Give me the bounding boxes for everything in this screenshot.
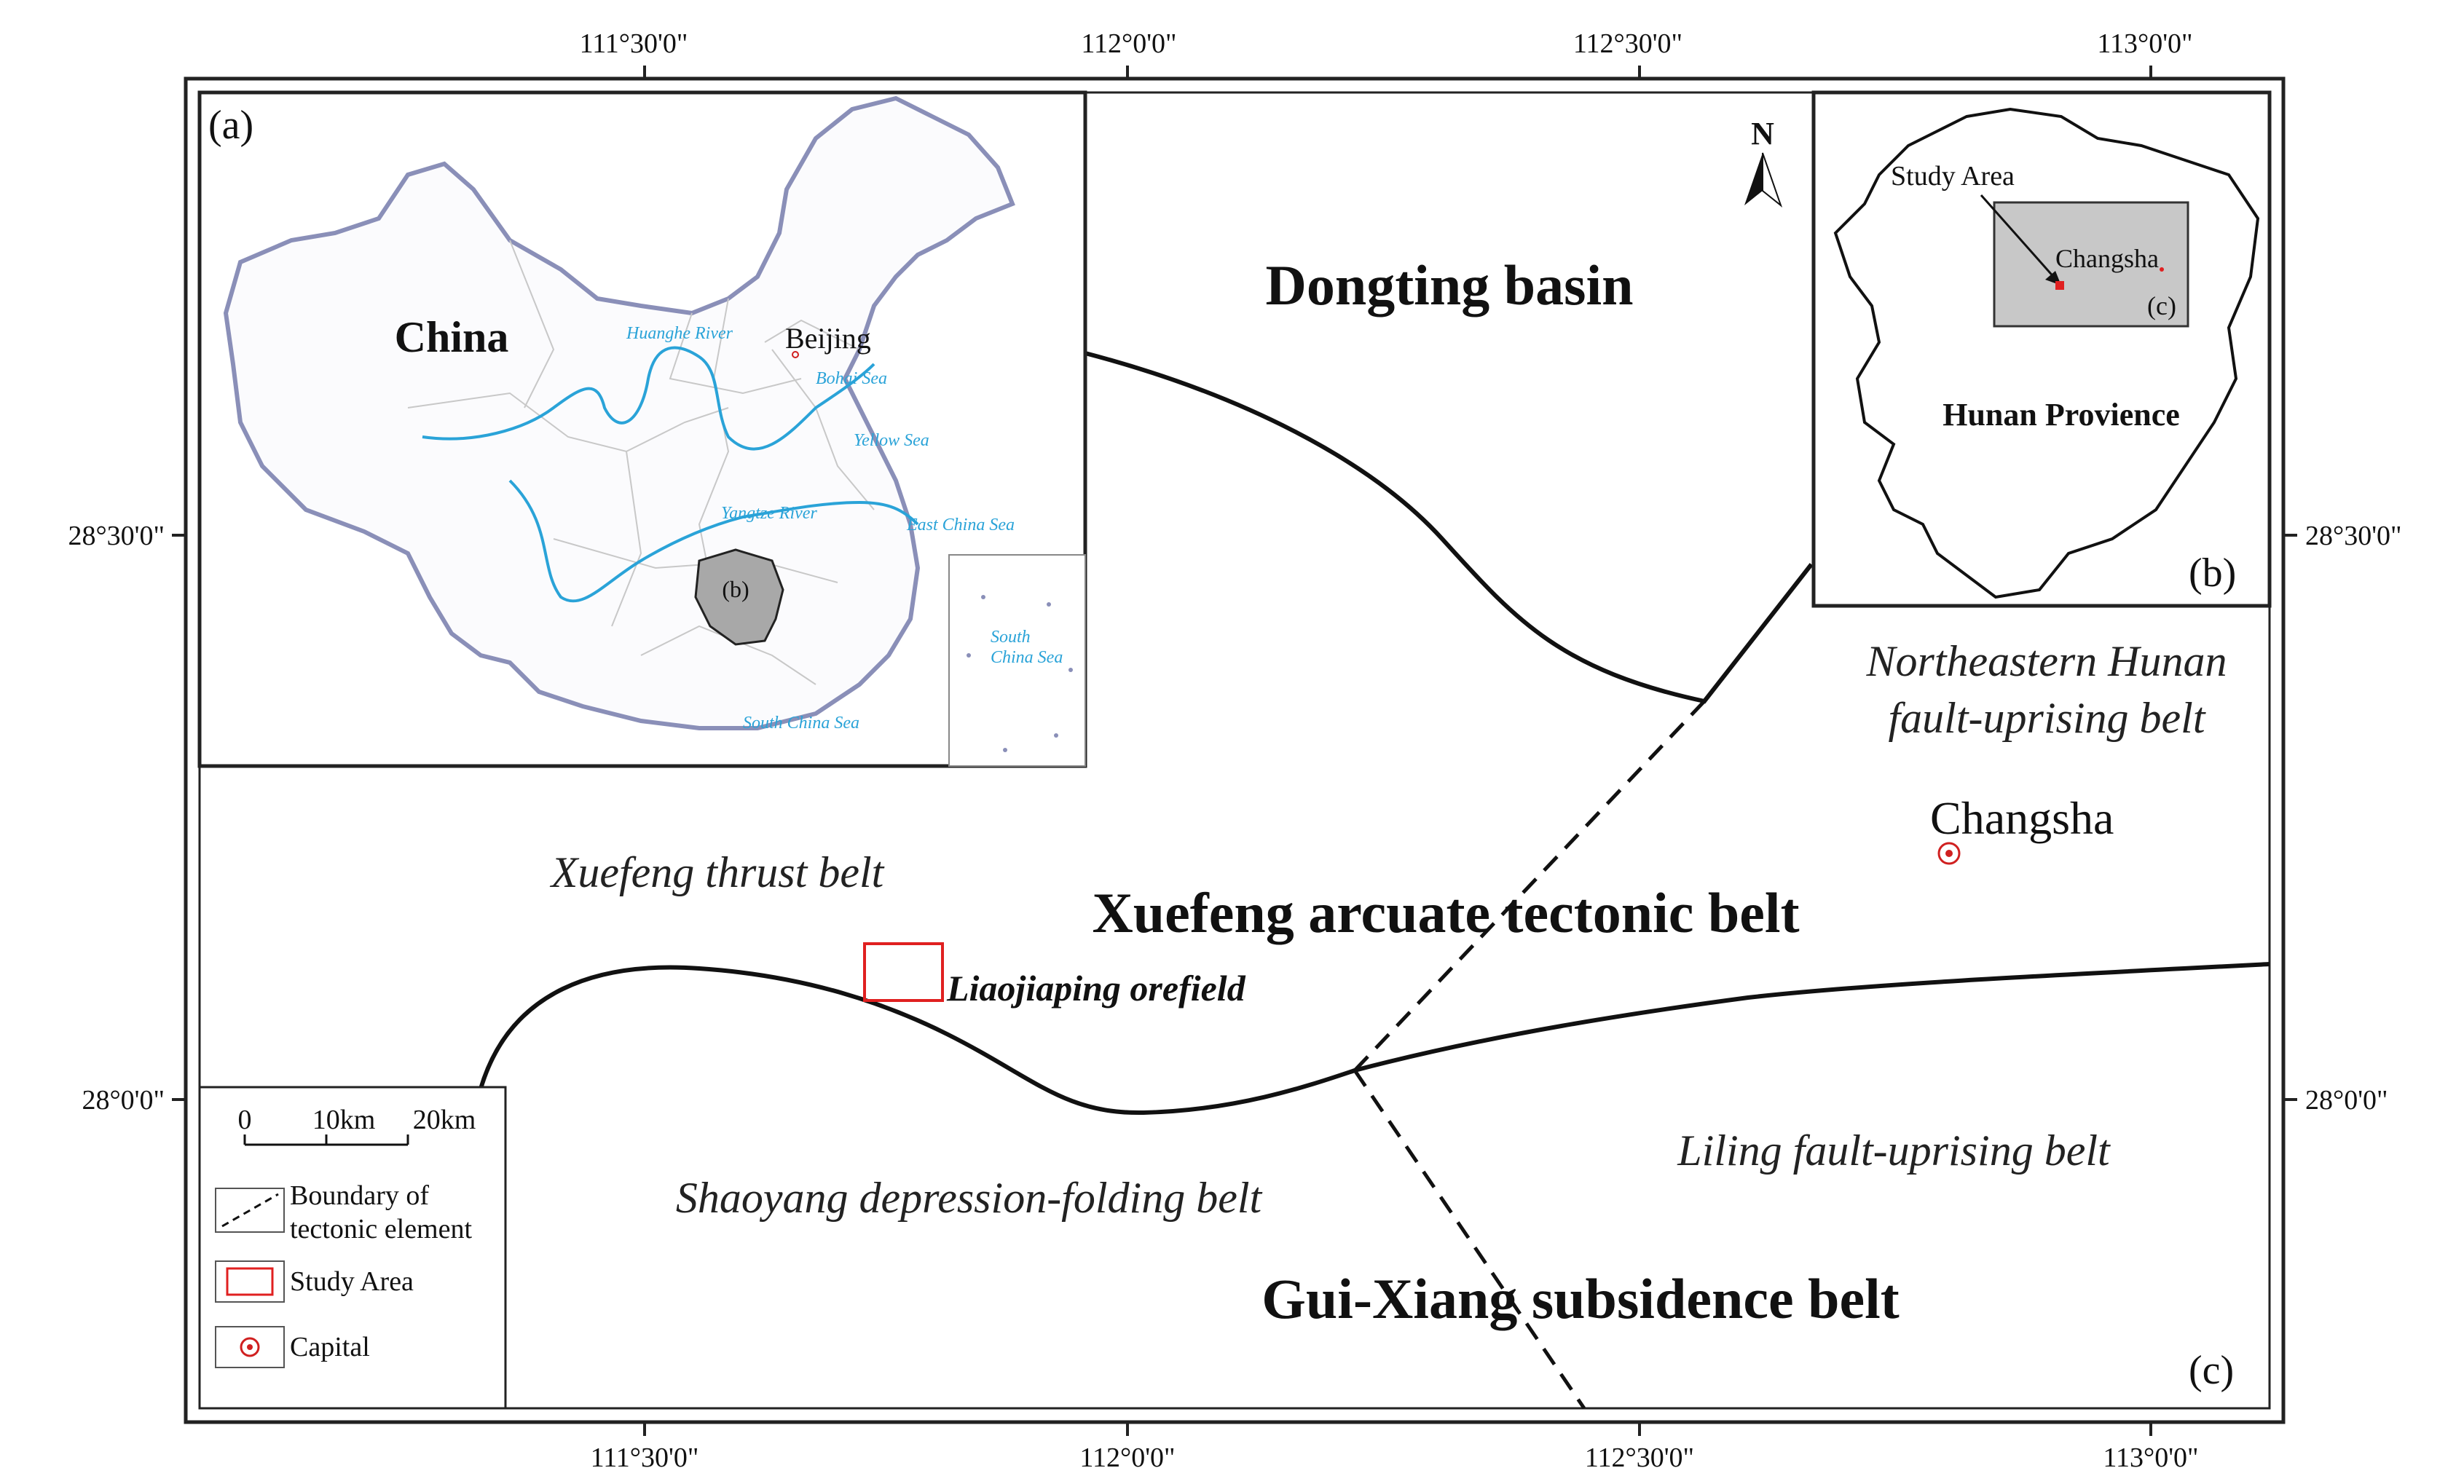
inset-b-c-marker: (c): [2147, 291, 2176, 320]
yangtze-river: [508, 479, 919, 603]
capital-symbol-icon: [240, 1337, 260, 1357]
capital-symbol-frame: [215, 1326, 285, 1368]
panel-label-c: (c): [2189, 1348, 2234, 1393]
legend-boundary-label-1: Boundary of: [290, 1180, 429, 1211]
bottom-tick-label: 113°0'0": [2103, 1442, 2198, 1473]
top-tick-label: 113°0'0": [2097, 28, 2192, 59]
hunan-marker-label: (b): [722, 576, 749, 602]
boundary-symbol: [215, 1188, 285, 1233]
changsha-dot-icon: [2160, 267, 2164, 272]
bottom-tick-label: 112°0'0": [1079, 1442, 1175, 1473]
boundary-dongting: [1085, 351, 1814, 704]
region-guixiang: Gui-Xiang subsidence belt: [1261, 1267, 1900, 1330]
islands: [967, 595, 1073, 752]
region-dongting-basin: Dongting basin: [1265, 253, 1633, 317]
region-liling: Liling fault-uprising belt: [1677, 1126, 2111, 1175]
bottom-tick-label: 111°30'0": [591, 1442, 699, 1473]
scale-label: 20km: [413, 1105, 476, 1135]
region-shaoyang: Shaoyang depression-folding belt: [676, 1174, 1263, 1222]
frame-ticks: [172, 66, 2297, 1436]
city-changsha-label: Changsha: [1930, 792, 2114, 844]
panel-label-a: (a): [208, 103, 253, 148]
china-label: China: [395, 313, 509, 361]
bottom-tick-label: 112°30'0": [1585, 1442, 1694, 1473]
top-tick-label: 112°30'0": [1573, 28, 1682, 59]
boundary-xuefeng-south: [479, 962, 2270, 1116]
region-northeastern-hunan: Northeastern Hunan: [1866, 637, 2227, 685]
study-area-inset-box: [1993, 201, 2189, 328]
orefield-label: Liaojiaping orefield: [946, 968, 1246, 1009]
region-xuefeng-thrust: Xuefeng thrust belt: [550, 848, 885, 896]
south-china-sea-inset-label-2: China Sea: [991, 648, 1063, 667]
left-tick-label: 28°0'0": [82, 1085, 165, 1116]
legend-boundary-label-2: tectonic element: [290, 1214, 472, 1244]
beijing-label: Beijing: [785, 322, 871, 355]
south-china-sea-inset: [948, 554, 1086, 767]
boundary-dashed-ne: [1353, 700, 1706, 1072]
south-china-sea-label: South China Sea: [743, 714, 859, 733]
study-area-box: [863, 942, 944, 1002]
yellow-sea-label: Yellow Sea: [854, 431, 929, 450]
map-outer-frame: [184, 76, 2286, 1424]
study-area-symbol: [226, 1267, 274, 1296]
study-area-pointer: [1980, 194, 2063, 286]
bohai-label: Bohai Sea: [816, 369, 887, 388]
legend-study-area-label: Study Area: [290, 1266, 414, 1297]
study-area-symbol-frame: [215, 1260, 285, 1303]
hunan-province-label: Hunan Provience: [1943, 397, 2180, 433]
china-outline: [223, 95, 1015, 730]
legend-capital-label: Capital: [290, 1332, 370, 1362]
scale-bar: 0 10km 20km: [238, 1105, 476, 1146]
east-china-sea-label: East China Sea: [906, 516, 1015, 534]
inset-b-study-area-label: Study Area: [1891, 161, 2015, 192]
yangtze-label: Yangtze River: [721, 504, 817, 523]
hunan-highlight: [694, 548, 784, 646]
top-tick-label: 111°30'0": [580, 28, 688, 59]
huanghe-river: [422, 346, 875, 451]
region-northeastern-hunan-2: fault-uprising belt: [1889, 694, 2206, 742]
inset-b-changsha-label: Changsha: [2055, 244, 2159, 273]
region-xuefeng-arcuate: Xuefeng arcuate tectonic belt: [1092, 881, 1799, 944]
inset-a-china: (b) South China Sea (a) China Beijing Hu…: [197, 90, 1087, 768]
panel-label-b: (b): [2189, 550, 2236, 596]
capital-icon: [1937, 842, 1961, 865]
svg-text:N: N: [1751, 116, 1774, 151]
north-arrow-icon: N: [1744, 116, 1783, 208]
right-tick-label: 28°0'0": [2305, 1085, 2388, 1116]
boundary-dashed-se: [1353, 1069, 1586, 1410]
scale-label: 10km: [312, 1105, 376, 1135]
scale-label: 0: [238, 1105, 252, 1135]
top-tick-label: 112°0'0": [1081, 28, 1176, 59]
beijing-icon: [792, 351, 799, 358]
left-tick-label: 28°30'0": [68, 521, 165, 551]
south-china-sea-inset-label-1: South: [991, 628, 1031, 647]
inset-b-hunan: Study Area Changsha (c) Hunan Provience …: [1811, 90, 2272, 608]
huanghe-label: Huanghe River: [626, 324, 733, 343]
legend: 0 10km 20km Boundary of tectonic element…: [198, 1086, 507, 1410]
changsha-marker-icon: [2055, 281, 2064, 290]
boundary-symbol-line: [221, 1193, 279, 1228]
right-tick-label: 28°30'0": [2305, 521, 2402, 551]
